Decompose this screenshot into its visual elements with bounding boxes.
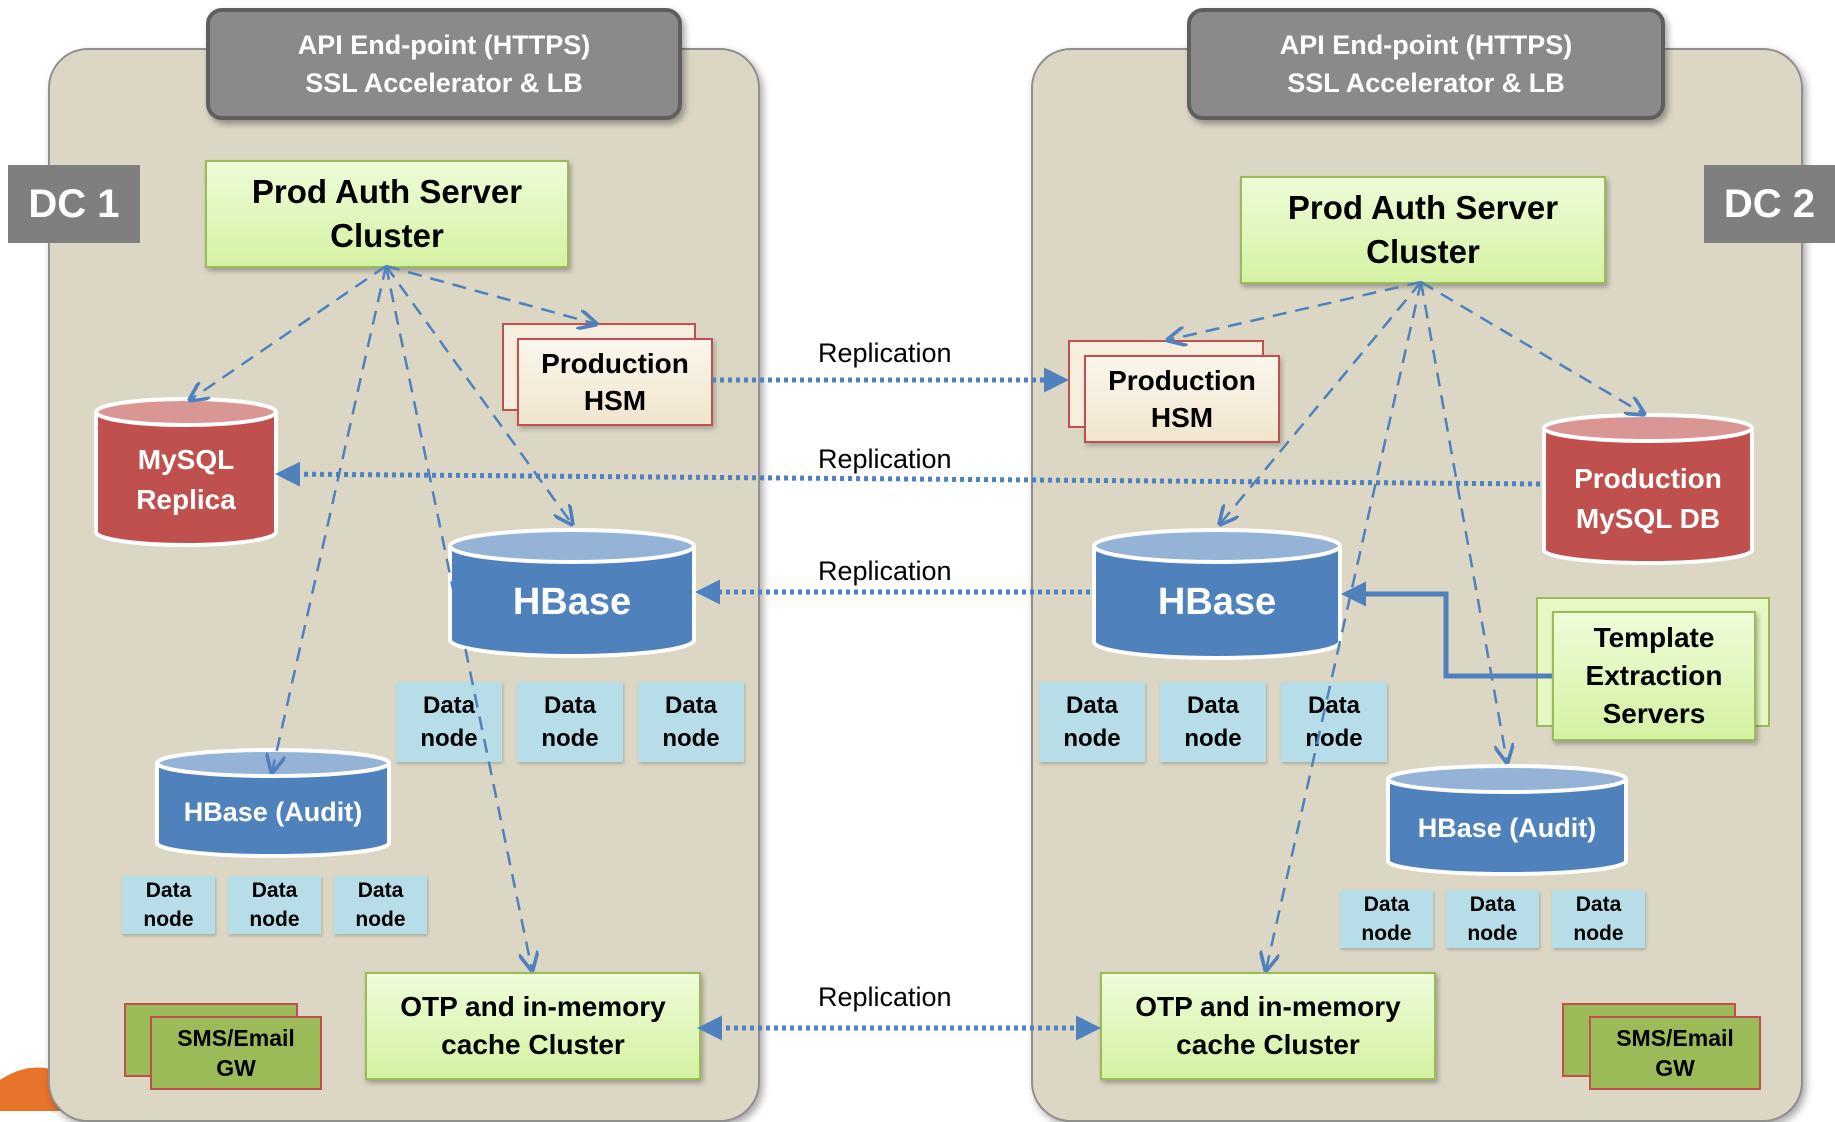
dc2-audit-data-node: Data node bbox=[1446, 890, 1539, 948]
data-node-line1: Data bbox=[251, 879, 298, 902]
dc2-hsm: Production HSM bbox=[1084, 355, 1280, 443]
dc2-otp-cluster: OTP and in-memory cache Cluster bbox=[1100, 972, 1436, 1080]
dc2-auth-line1: Prod Auth Server bbox=[1287, 189, 1559, 226]
dc1-hbase-data-node: Data node bbox=[638, 682, 744, 762]
dc2-api-line1: API End-point (HTTPS) bbox=[1279, 30, 1573, 60]
data-node-line1: Data bbox=[357, 879, 404, 902]
dc2-hbase-label: HBase bbox=[1157, 580, 1277, 623]
dc2-hbase-data-node: Data node bbox=[1039, 682, 1145, 762]
dc1-sms-gateway: SMS/Email GW bbox=[150, 1016, 322, 1090]
dc2-template-line1: Template bbox=[1593, 622, 1715, 653]
dc1-auth-cluster: Prod Auth Server Cluster bbox=[205, 160, 569, 268]
dc2-label: DC 2 bbox=[1704, 165, 1835, 243]
dc2-sms-line1: SMS/Email bbox=[1616, 1025, 1734, 1051]
replication-label-hbase: Replication bbox=[818, 556, 952, 586]
dc2-auth-cluster: Prod Auth Server Cluster bbox=[1240, 176, 1606, 284]
data-node-line1: Data bbox=[664, 692, 718, 719]
dc2-audit-data-node: Data node bbox=[1340, 890, 1433, 948]
dc1-api-line1: API End-point (HTTPS) bbox=[297, 30, 591, 60]
dc1-mysql-line2: Replica bbox=[136, 484, 236, 515]
dc1-otp-cluster: OTP and in-memory cache Cluster bbox=[365, 972, 701, 1080]
dc1-otp-line1: OTP and in-memory bbox=[400, 991, 666, 1022]
data-node-line1: Data bbox=[1065, 692, 1119, 719]
dc2-sms-gateway: SMS/Email GW bbox=[1589, 1016, 1761, 1090]
dc1-hbase-data-node: Data node bbox=[396, 682, 502, 762]
data-node-line1: Data bbox=[1186, 692, 1240, 719]
dc2-hsm-line1: Production bbox=[1108, 365, 1256, 396]
dc2-mysql-line2: MySQL DB bbox=[1575, 503, 1721, 534]
dc1-auth-line2: Cluster bbox=[330, 217, 444, 254]
dc1-hbase-data-node: Data node bbox=[517, 682, 623, 762]
data-node-line2: node bbox=[1063, 725, 1121, 752]
dc1-mysql-replica: MySQL Replica bbox=[94, 397, 278, 547]
dc2-hbase: HBase bbox=[1092, 528, 1342, 660]
dc2-hbase-data-node: Data node bbox=[1160, 682, 1266, 762]
data-node-line1: Data bbox=[1307, 692, 1361, 719]
dc2-audit-data-node: Data node bbox=[1552, 890, 1645, 948]
dc2-sms-line2: GW bbox=[1655, 1055, 1695, 1081]
dc1-audit-label: HBase (Audit) bbox=[183, 796, 363, 827]
dc2-hsm-line2: HSM bbox=[1150, 402, 1214, 433]
dc2-template-line2: Extraction bbox=[1585, 660, 1723, 691]
dc1-api-endpoint: API End-point (HTTPS) SSL Accelerator & … bbox=[206, 8, 682, 120]
dc2-audit-cylinder-shape bbox=[1386, 764, 1628, 876]
dc1-otp-line2: cache Cluster bbox=[441, 1029, 625, 1060]
data-node-line2: node bbox=[541, 725, 599, 752]
replication-label-otp: Replication bbox=[818, 982, 952, 1012]
dc2-audit-label: HBase (Audit) bbox=[1417, 812, 1597, 843]
data-node-line1: Data bbox=[1469, 893, 1516, 916]
dc2-mysql-cylinder-shape bbox=[1542, 413, 1754, 565]
data-node-line2: node bbox=[420, 725, 478, 752]
dc2-otp-line1: OTP and in-memory bbox=[1135, 991, 1401, 1022]
dc2-hbase-audit: HBase (Audit) bbox=[1386, 764, 1628, 876]
dc1-audit-data-node: Data node bbox=[122, 876, 215, 934]
dc2-template-line3: Servers bbox=[1602, 698, 1706, 729]
dc2-mysql-line1: Production bbox=[1574, 463, 1722, 494]
dc1-hsm: Production HSM bbox=[517, 338, 713, 426]
data-node-line1: Data bbox=[422, 692, 476, 719]
data-node-line2: node bbox=[1467, 922, 1518, 945]
data-node-line2: node bbox=[1305, 725, 1363, 752]
dc1-hbase-label: HBase bbox=[512, 580, 632, 623]
dc1-hsm-line2: HSM bbox=[583, 385, 647, 416]
dc1-label: DC 1 bbox=[8, 165, 140, 243]
data-node-line2: node bbox=[662, 725, 720, 752]
dc1-hbase: HBase bbox=[448, 528, 696, 658]
data-node-line1: Data bbox=[1575, 893, 1622, 916]
dc1-mysql-line1: MySQL bbox=[137, 444, 235, 475]
data-node-line2: node bbox=[249, 908, 300, 931]
dc2-api-line2: SSL Accelerator & LB bbox=[1287, 68, 1565, 98]
data-node-line1: Data bbox=[1363, 893, 1410, 916]
data-node-line2: node bbox=[1573, 922, 1624, 945]
dc1-hbase-audit: HBase (Audit) bbox=[155, 748, 391, 858]
dc2-otp-line2: cache Cluster bbox=[1176, 1029, 1360, 1060]
dc1-sms-line2: GW bbox=[216, 1055, 256, 1081]
dc2-hbase-data-node: Data node bbox=[1281, 682, 1387, 762]
replication-label-mysql: Replication bbox=[818, 444, 952, 474]
dc2-auth-line2: Cluster bbox=[1366, 233, 1480, 270]
data-node-line1: Data bbox=[543, 692, 597, 719]
dc1-audit-data-node: Data node bbox=[228, 876, 321, 934]
dc2-api-endpoint: API End-point (HTTPS) SSL Accelerator & … bbox=[1187, 8, 1665, 120]
dc1-hsm-line1: Production bbox=[541, 348, 689, 379]
dc1-mysql-cylinder-shape bbox=[94, 397, 278, 547]
dc1-sms-line1: SMS/Email bbox=[177, 1025, 295, 1051]
dc1-auth-line1: Prod Auth Server bbox=[251, 173, 523, 210]
data-node-line2: node bbox=[355, 908, 406, 931]
replication-label-hsm: Replication bbox=[818, 338, 952, 368]
data-node-line2: node bbox=[1184, 725, 1242, 752]
data-node-line1: Data bbox=[145, 879, 192, 902]
dc2-production-mysql: Production MySQL DB bbox=[1542, 413, 1754, 565]
data-node-line2: node bbox=[1361, 922, 1412, 945]
dc1-api-line2: SSL Accelerator & LB bbox=[305, 68, 583, 98]
dc2-template-extraction: Template Extraction Servers bbox=[1552, 611, 1756, 741]
dc1-audit-data-node: Data node bbox=[334, 876, 427, 934]
data-node-line2: node bbox=[143, 908, 194, 931]
